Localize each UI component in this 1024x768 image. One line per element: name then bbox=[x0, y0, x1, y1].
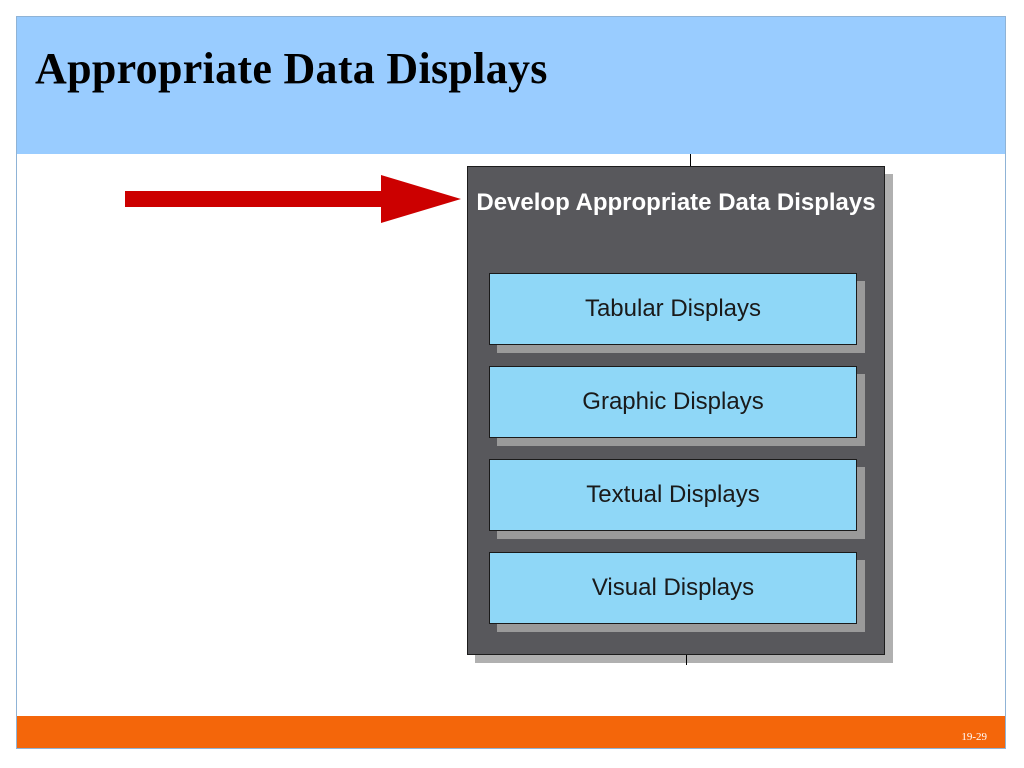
item-label: Tabular Displays bbox=[584, 295, 762, 322]
title-band: Appropriate Data Displays bbox=[17, 17, 1005, 154]
item-tabular-displays: Tabular Displays bbox=[489, 273, 857, 345]
display-types-panel: Develop Appropriate Data Displays Tabula… bbox=[467, 166, 885, 655]
item-visual-displays: Visual Displays bbox=[489, 552, 857, 624]
pointer-arrow-icon bbox=[125, 175, 461, 223]
item-textual-displays: Textual Displays bbox=[489, 459, 857, 531]
item-label: Textual Displays bbox=[586, 481, 760, 508]
connector-line-top bbox=[690, 154, 691, 167]
slide: Appropriate Data Displays Develop Approp… bbox=[16, 16, 1006, 749]
connector-line-bottom bbox=[686, 655, 687, 665]
item-label: Graphic Displays bbox=[582, 388, 764, 415]
item-graphic-displays: Graphic Displays bbox=[489, 366, 857, 438]
page-number: 19-29 bbox=[961, 731, 987, 743]
panel-heading: Develop Appropriate Data Displays bbox=[476, 189, 876, 216]
item-label: Visual Displays bbox=[591, 574, 755, 601]
slide-title: Appropriate Data Displays bbox=[35, 44, 548, 93]
footer-band: 19-29 bbox=[17, 716, 1005, 748]
